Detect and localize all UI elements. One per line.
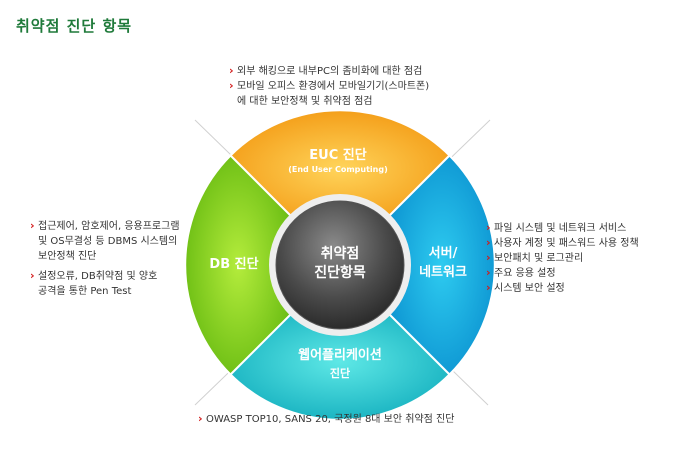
note-server-network: 파일 시스템 및 네트워크 서비스 사용자 계정 및 패스워드 사용 정책 보안…	[486, 220, 676, 296]
note-item-continued: 에 대한 보안정책 및 취약점 점검	[237, 96, 373, 107]
note-item: 설정오류, DB취약점 및 양호 공격을 통한 Pen Test	[30, 268, 205, 299]
page-title: 취약점 진단 항목	[16, 17, 133, 35]
note-item: 접근제어, 암호제어, 응용프로그램 및 OS무결성 등 DBMS 시스템의 보…	[30, 218, 205, 264]
note-line: 및 OS무결성 등 DBMS 시스템의	[38, 236, 178, 247]
segment-server-label-line1: 서버/	[429, 245, 458, 261]
note-item: 사용자 계정 및 패스워드 사용 정책	[486, 235, 676, 251]
note-euc: 외부 해킹으로 내부PC의 좀비화에 대한 점검 모바일 오피스 환경에서 모바…	[229, 63, 489, 109]
note-line: 보안정책 진단	[38, 251, 97, 262]
note-item: 보안패치 및 로그관리	[486, 250, 676, 266]
center-label-line1: 취약점	[321, 245, 360, 262]
segment-db-label: DB 진단	[209, 256, 258, 272]
segment-web-label-line1: 웹어플리케이션	[298, 347, 382, 363]
note-item: 파일 시스템 및 네트워크 서비스	[486, 220, 676, 236]
segment-euc-sublabel: (End User Computing)	[288, 165, 388, 174]
note-line: 접근제어, 암호제어, 응용프로그램	[38, 221, 180, 232]
note-item: 주요 응용 설정	[486, 265, 676, 281]
note-line: 공격을 통한 Pen Test	[38, 286, 132, 297]
note-item: 모바일 오피스 환경에서 모바일기기(스마트폰)	[229, 78, 489, 94]
segment-euc-label: EUC 진단	[309, 147, 366, 163]
center-circle[interactable]	[275, 200, 405, 330]
center-label-line2: 진단항목	[314, 264, 366, 281]
note-item: 시스템 보안 설정	[486, 280, 676, 296]
note-item: OWASP TOP10, SANS 20, 국정원 8대 보안 취약점 진단	[198, 411, 498, 427]
segment-server-label-line2: 네트워크	[419, 264, 467, 280]
segment-web-label-line2: 진단	[330, 366, 350, 380]
note-line: 설정오류, DB취약점 및 양호	[38, 271, 158, 282]
note-item: 외부 해킹으로 내부PC의 좀비화에 대한 점검	[229, 63, 489, 79]
note-db: 접근제어, 암호제어, 응용프로그램 및 OS무결성 등 DBMS 시스템의 보…	[30, 218, 205, 299]
note-web-application: OWASP TOP10, SANS 20, 국정원 8대 보안 취약점 진단	[198, 411, 498, 427]
